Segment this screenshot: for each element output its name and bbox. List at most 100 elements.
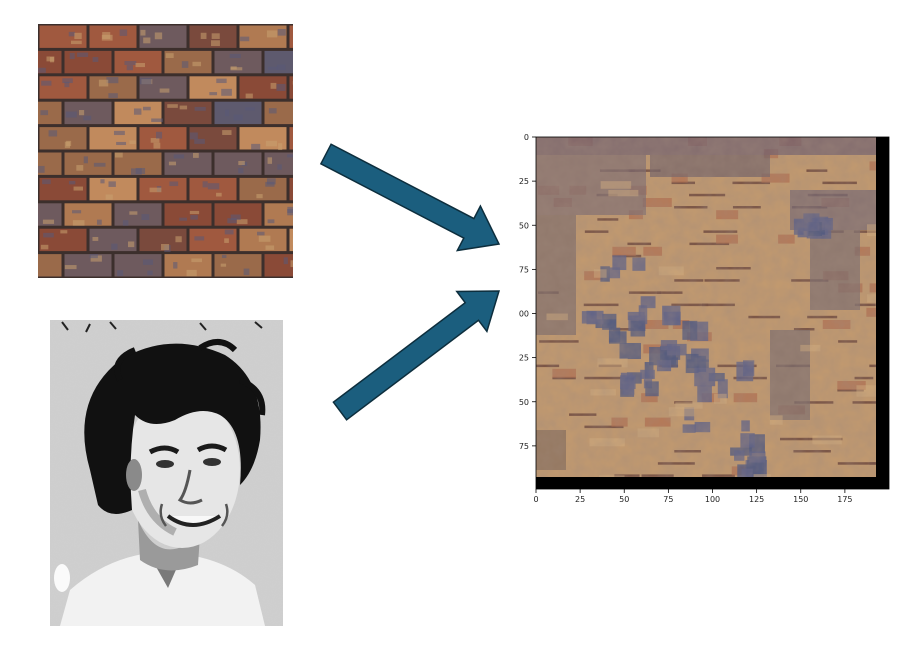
- brick-speckle: [124, 61, 137, 66]
- brick: [289, 76, 293, 99]
- portrait-image: [50, 320, 283, 626]
- left-eye: [156, 460, 174, 468]
- brick-speckle: [224, 238, 229, 243]
- brick-speckle: [189, 210, 200, 215]
- hair-strands: [114, 339, 266, 416]
- brick-speckle: [101, 34, 113, 41]
- brick-speckle: [230, 67, 243, 71]
- brick-speckle: [194, 106, 206, 111]
- brick-speckle: [156, 131, 163, 139]
- brick-speckle: [71, 40, 82, 45]
- brick-speckle: [49, 56, 55, 63]
- brick-speckle: [265, 245, 275, 250]
- brick-speckle: [72, 220, 85, 226]
- brick-speckle: [143, 37, 151, 44]
- brick-speckle: [40, 110, 49, 116]
- brick-speckle: [127, 241, 135, 248]
- brick-speckle: [211, 40, 220, 47]
- brick-speckle: [83, 115, 92, 121]
- brick: [289, 177, 293, 201]
- brick-speckle: [278, 143, 283, 151]
- brick-speckle: [64, 81, 70, 88]
- ear: [126, 459, 142, 491]
- brick: [289, 25, 293, 48]
- brick-speckle: [227, 218, 237, 224]
- brick: [139, 25, 187, 48]
- brick-speckle: [194, 236, 205, 241]
- brick-speckle: [142, 106, 151, 111]
- brick-speckle: [290, 260, 293, 268]
- brick: [114, 152, 162, 175]
- brick-speckle: [268, 108, 277, 114]
- brick-speckle: [230, 214, 241, 220]
- brick-pattern: [38, 25, 293, 277]
- brick-speckle: [139, 78, 152, 85]
- brick-speckle: [116, 141, 127, 146]
- brick-speckle: [92, 57, 99, 62]
- brick-speckle: [222, 130, 232, 135]
- brick-speckle: [105, 194, 113, 200]
- brick-speckle: [233, 114, 243, 121]
- brick-speckle: [69, 53, 75, 60]
- brick-speckle: [238, 167, 244, 174]
- brick-speckle: [150, 138, 160, 143]
- brick-speckle: [287, 154, 293, 158]
- brick-speckle: [90, 255, 102, 262]
- brick-speckle: [64, 265, 77, 270]
- brick: [64, 50, 112, 74]
- brick-speckle: [194, 138, 205, 144]
- brick-speckle: [267, 66, 278, 70]
- brick-speckle: [267, 157, 273, 164]
- brick-speckle: [270, 82, 277, 89]
- nose: [177, 469, 203, 505]
- brick-speckle: [267, 219, 275, 224]
- brick: [64, 152, 112, 175]
- brick-speckle: [74, 32, 82, 40]
- brick: [289, 127, 293, 150]
- brick-speckle: [68, 180, 76, 185]
- brick: [264, 101, 293, 125]
- cheek-shadow: [138, 488, 177, 536]
- brick-speckle: [38, 67, 46, 73]
- brick-speckle: [72, 210, 82, 214]
- brick-speckle: [165, 53, 174, 59]
- brick-speckle: [142, 259, 154, 265]
- y-tick-label: 25: [519, 354, 529, 363]
- x-tick-label: 0: [533, 495, 538, 504]
- brick: [114, 50, 162, 74]
- brick: [64, 101, 112, 125]
- brick-speckle: [42, 179, 51, 185]
- brick-speckle: [266, 30, 278, 38]
- y-tick-label: 50: [519, 221, 529, 230]
- y-tick-label: 75: [519, 442, 529, 451]
- brick-speckle: [117, 270, 124, 277]
- x-tick-label: 100: [705, 495, 720, 504]
- brick-speckle: [200, 32, 207, 39]
- brick-speckle: [173, 262, 178, 269]
- brick-speckle: [190, 215, 198, 220]
- brick-speckle: [98, 79, 109, 87]
- brick-speckle: [133, 108, 142, 115]
- smile: [166, 514, 222, 527]
- left-eyebrow: [148, 445, 180, 455]
- brick-speckle: [77, 52, 89, 57]
- brick-speckle: [168, 161, 177, 166]
- brick-speckle: [276, 83, 286, 91]
- brick-speckle: [43, 232, 54, 238]
- brick: [214, 254, 262, 277]
- brick-speckle: [216, 192, 222, 197]
- brick-speckle: [93, 162, 106, 167]
- brick-speckle: [175, 236, 182, 243]
- brick-speckle: [243, 268, 250, 276]
- brick-speckle: [65, 111, 77, 118]
- brick: [214, 203, 262, 226]
- y-tick-label: 25: [519, 177, 529, 186]
- brick-speckle: [211, 33, 220, 39]
- brick-speckle: [154, 32, 163, 40]
- black-border-right: [876, 137, 889, 489]
- brick-speckle: [221, 254, 227, 259]
- brick-speckle: [186, 269, 197, 277]
- brick-speckle: [135, 62, 145, 68]
- brick-speckle: [266, 178, 276, 185]
